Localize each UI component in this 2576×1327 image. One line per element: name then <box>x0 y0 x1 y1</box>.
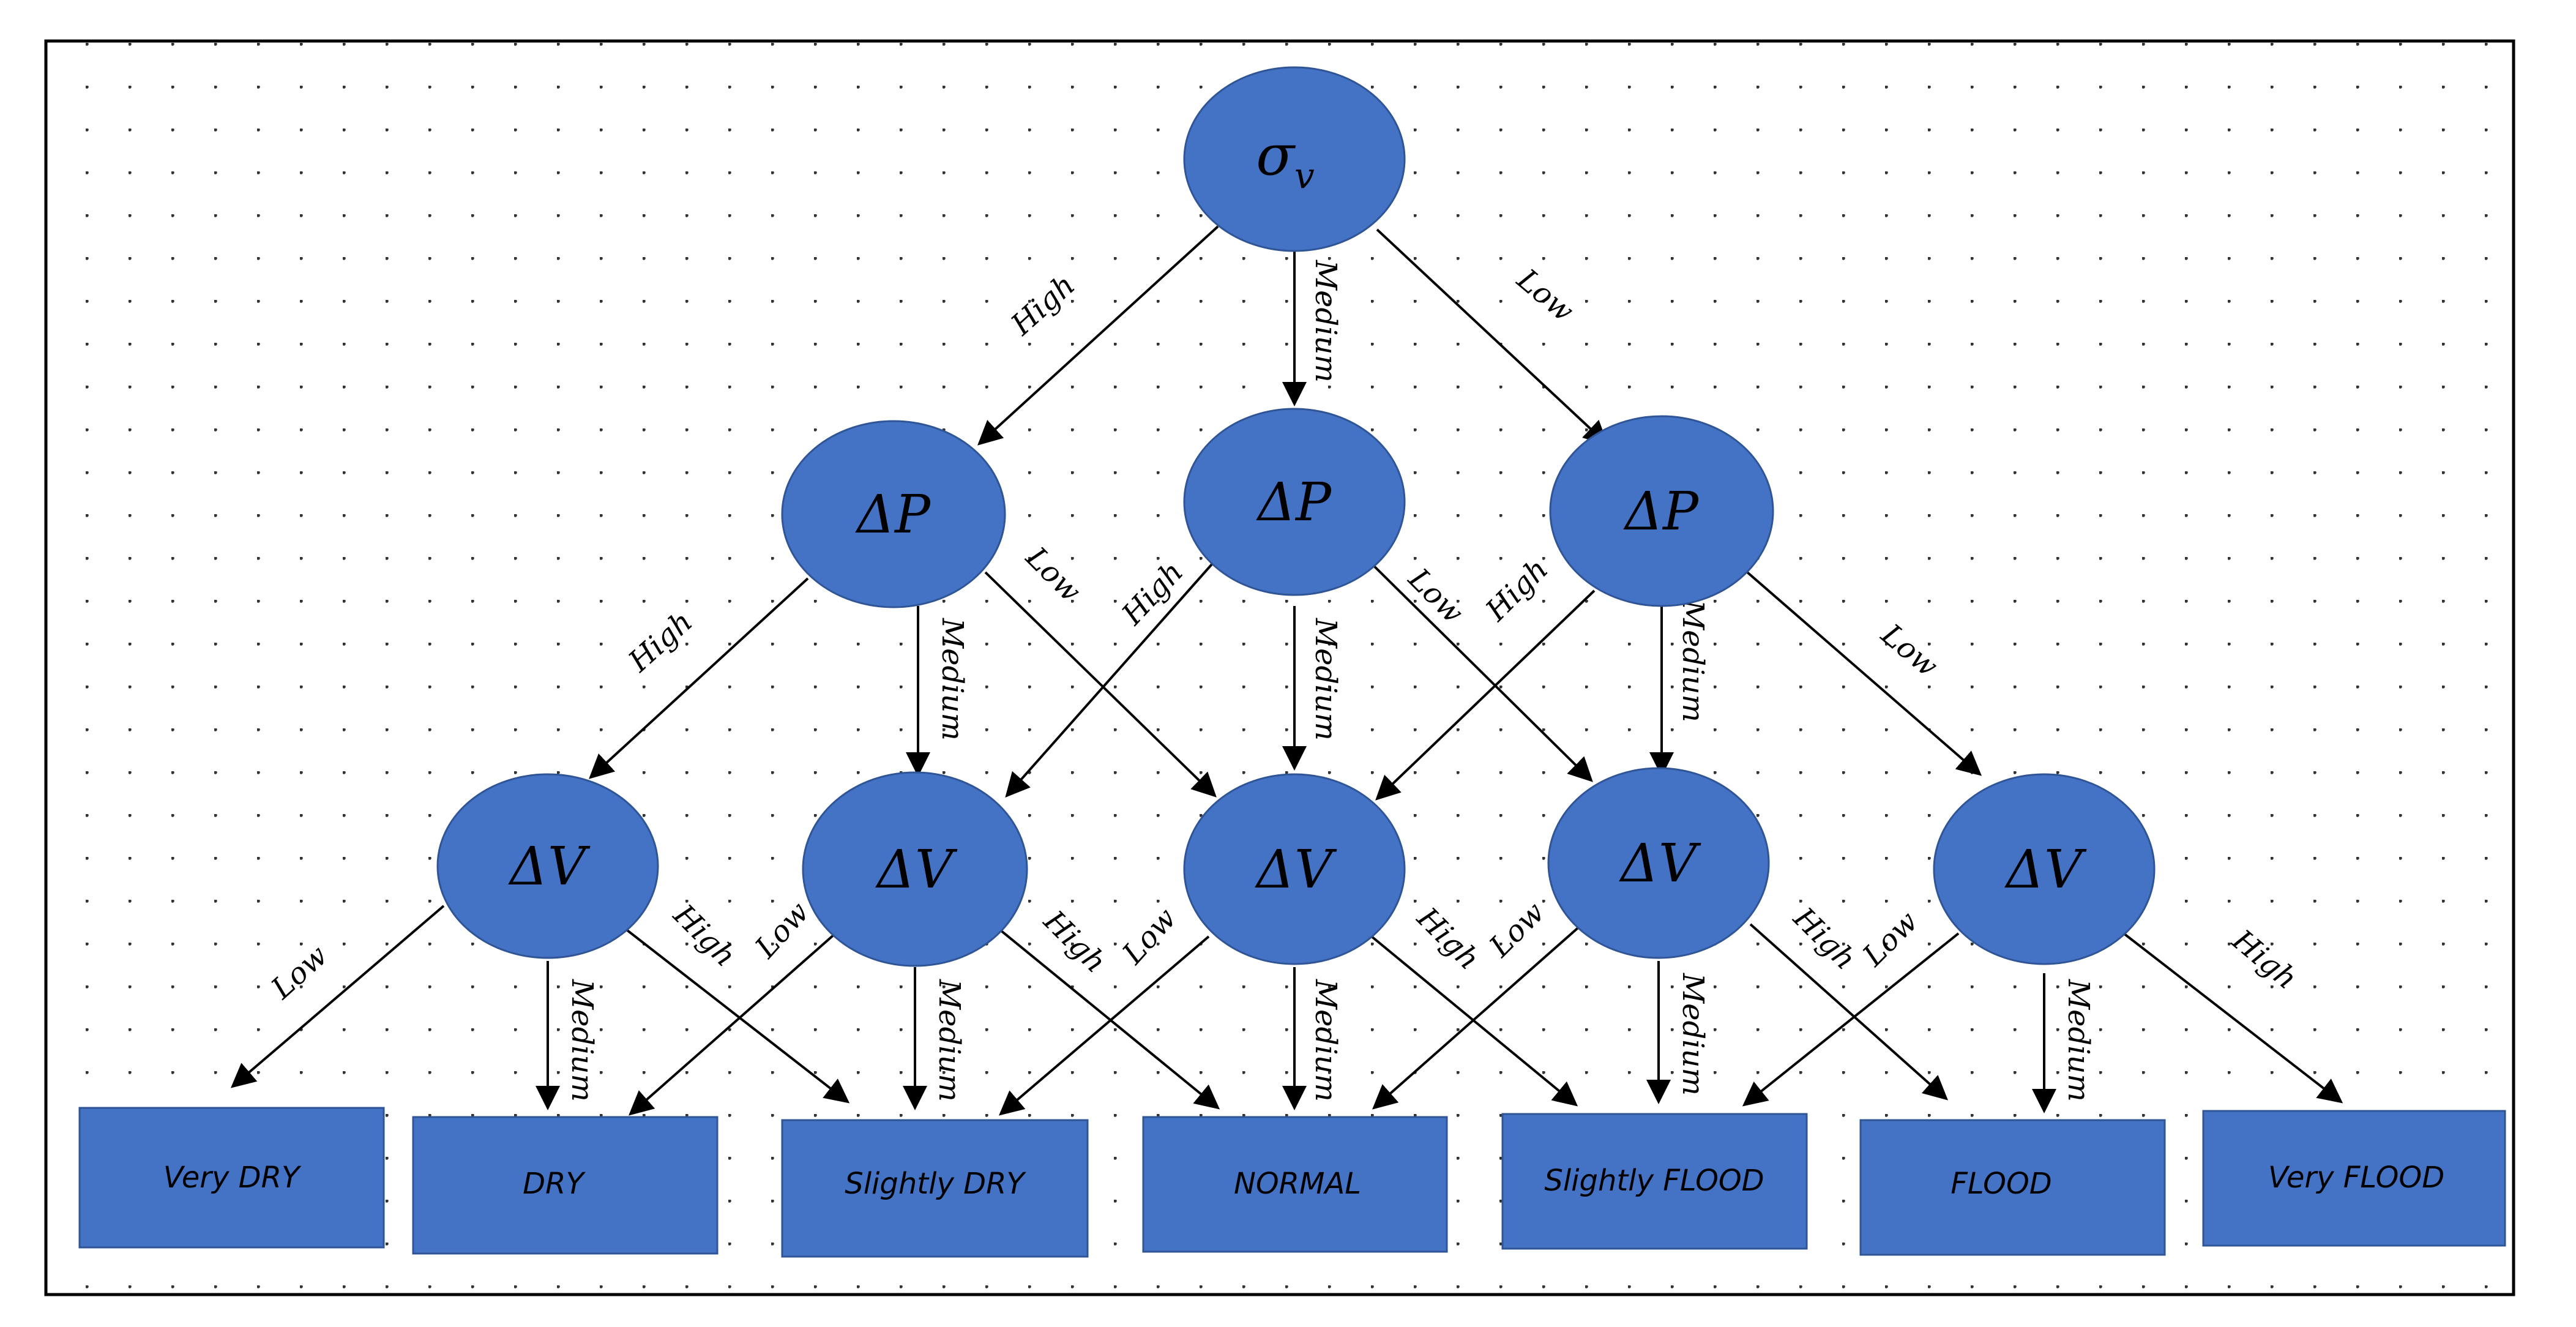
edge-v4-high <box>1749 923 1948 1101</box>
level2-nodes: ΔV ΔV ΔV ΔV ΔV <box>436 767 2156 967</box>
outcome-label: Slightly FLOOD <box>1544 1164 1764 1198</box>
delta-v-node: ΔV <box>1547 767 1770 959</box>
edge-v3-high <box>1367 932 1578 1107</box>
edge-p2-high <box>1005 553 1222 798</box>
edge-p3-high <box>1375 589 1596 801</box>
delta-v-label: ΔV <box>508 836 591 897</box>
label-v3-medium: Medium <box>1309 979 1343 1102</box>
delta-v-node: ΔV <box>1933 773 2156 965</box>
outcome-label: FLOOD <box>1951 1167 2051 1201</box>
delta-v-label: ΔV <box>875 839 958 900</box>
label-v2-medium: Medium <box>932 979 966 1102</box>
delta-v-label: ΔV <box>2004 839 2087 900</box>
svg-text:σv: σv <box>1256 122 1315 196</box>
outcome-flood: FLOOD <box>1859 1119 2166 1256</box>
delta-v-node: ΔV <box>1183 773 1406 965</box>
delta-p-node: ΔP <box>781 420 1006 608</box>
delta-p-node: ΔP <box>1549 415 1774 607</box>
delta-p-node: ΔP <box>1183 408 1406 596</box>
edge-root-low <box>1376 228 1608 446</box>
edge-p1-low <box>984 571 1217 798</box>
root-node: σv <box>1183 66 1406 252</box>
edge-v5-low <box>1742 932 1960 1107</box>
edge-v1-high <box>626 929 850 1104</box>
label-v1-medium: Medium <box>565 979 599 1102</box>
outcome-very-dry: Very DRY <box>78 1107 385 1249</box>
outcome-dry: DRY <box>412 1116 719 1255</box>
label-p1-medium: Medium <box>935 618 969 741</box>
delta-v-label: ΔV <box>1619 833 1701 894</box>
outcome-label: DRY <box>523 1167 586 1201</box>
delta-v-node: ΔV <box>436 773 659 959</box>
edge-p2-low <box>1361 553 1593 782</box>
edges-level2 <box>230 905 2343 1116</box>
label-v4-medium: Medium <box>1676 973 1710 1096</box>
edges-level1 <box>589 553 1982 801</box>
edge-p3-low <box>1746 571 1982 776</box>
label-p3-medium: Medium <box>1676 599 1710 722</box>
outcome-normal: NORMAL <box>1142 1116 1448 1253</box>
outcome-label: Very FLOOD <box>2268 1161 2444 1195</box>
edge-root-high <box>977 225 1219 446</box>
delta-p-label: ΔP <box>1256 472 1332 533</box>
edge-v5-high <box>2122 932 2343 1104</box>
delta-p-label: ΔP <box>855 484 931 545</box>
root-node-symbol: σ <box>1256 122 1296 188</box>
outcome-label: Very DRY <box>163 1161 302 1195</box>
outcome-label: NORMAL <box>1234 1167 1361 1201</box>
outcome-slightly-dry: Slightly DRY <box>781 1119 1089 1258</box>
edge-p1-high <box>589 577 809 779</box>
label-p2-medium: Medium <box>1309 618 1343 741</box>
outcome-slightly-flood: Slightly FLOOD <box>1501 1113 1808 1250</box>
level1-nodes: ΔP ΔP ΔP <box>781 408 1774 608</box>
outcome-label: Slightly DRY <box>845 1167 1026 1201</box>
delta-v-label: ΔV <box>1255 839 1337 900</box>
outcome-very-flood: Very FLOOD <box>2202 1110 2506 1247</box>
label-v5-medium: Medium <box>2061 979 2096 1102</box>
label-root-medium: Medium <box>1309 260 1343 383</box>
edge-v2-low <box>628 932 837 1116</box>
root-node-subscript: v <box>1294 155 1315 196</box>
edge-v2-high <box>999 929 1220 1110</box>
edge-v1-low <box>230 905 445 1088</box>
outcome-boxes: Very DRY DRY Slightly DRY NORMAL Slightl… <box>78 1107 2506 1258</box>
delta-v-node: ΔV <box>802 771 1028 967</box>
edge-v4-low <box>1372 923 1583 1110</box>
delta-p-label: ΔP <box>1623 481 1700 542</box>
edges-level0 <box>977 225 1608 446</box>
edge-v3-low <box>998 935 1210 1116</box>
